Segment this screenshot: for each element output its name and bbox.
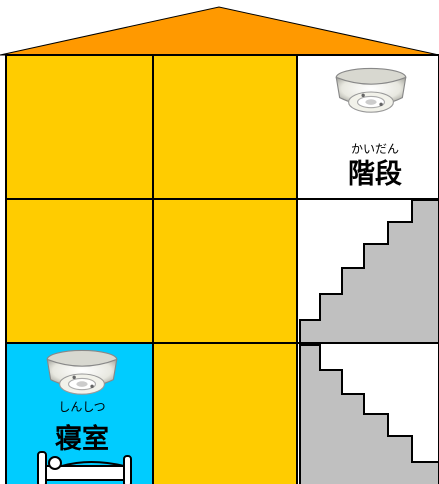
room-top-left — [5, 54, 154, 200]
staircase-icon — [299, 344, 439, 484]
room-bottom-middle — [152, 342, 298, 484]
room-middle-left — [5, 198, 154, 344]
staircase-icon — [299, 199, 439, 344]
room-top-middle — [152, 54, 298, 200]
roof — [0, 6, 439, 56]
bedroom-ruby: しんしつ — [58, 400, 105, 414]
stair-room-ruby: かいだん — [351, 142, 399, 156]
bed-icon — [37, 451, 132, 484]
bedroom-label: 寝室 — [55, 423, 109, 455]
room-middle-middle — [152, 198, 298, 344]
stair-room-label: 階段 — [348, 159, 402, 190]
